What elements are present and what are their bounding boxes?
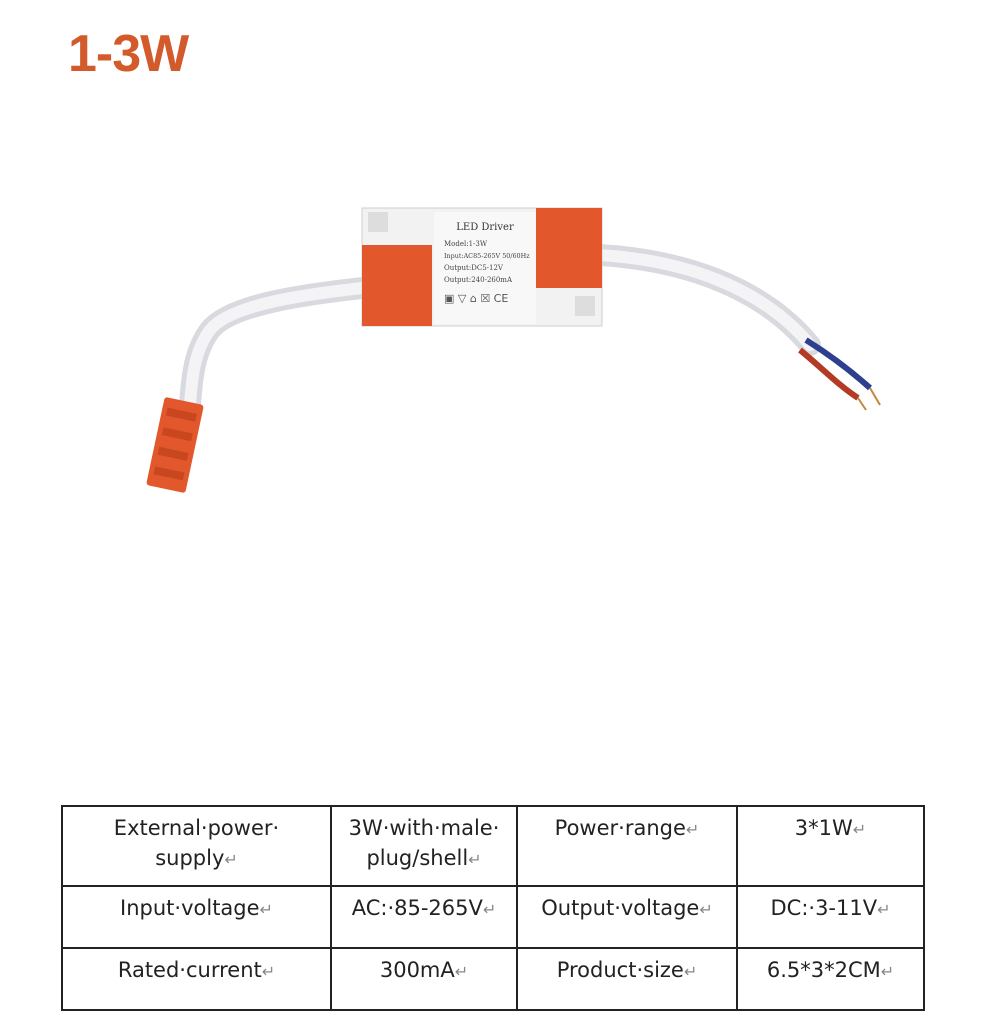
label-input: Input:AC85-265V 50/60Hz — [444, 252, 530, 260]
return-mark-icon: ↵ — [699, 900, 713, 919]
return-mark-icon: ↵ — [880, 962, 895, 981]
led-driver-photo: LED Driver Model:1-3W Input:AC85-265V 50… — [146, 207, 881, 493]
spec-table: External·power· supply↵ 3W·with·male· pl… — [61, 805, 925, 1011]
spec-key: Output·voltage↵ — [516, 885, 738, 949]
table-row: Input·voltage↵ AC:·85-265V↵ Output·volta… — [61, 885, 925, 949]
spec-key: Rated·current↵ — [61, 947, 332, 1011]
spec-value: 300mA↵ — [330, 947, 518, 1011]
return-mark-icon: ↵ — [685, 820, 700, 839]
spec-value: DC:·3-11V↵ — [736, 885, 925, 949]
return-mark-icon: ↵ — [454, 962, 469, 981]
label-model: Model:1-3W — [444, 240, 488, 248]
certification-marks: ▣ ▽ ⌂ ☒ CE — [444, 292, 508, 305]
return-mark-icon: ↵ — [261, 962, 276, 981]
label-heading: LED Driver — [456, 222, 514, 233]
blue-wire — [804, 337, 873, 391]
driver-label — [434, 212, 536, 324]
table-row: External·power· supply↵ 3W·with·male· pl… — [61, 805, 925, 887]
return-mark-icon: ↵ — [224, 850, 238, 869]
return-mark-icon: ↵ — [259, 900, 273, 919]
spec-value: AC:·85-265V↵ — [330, 885, 518, 949]
male-plug — [146, 397, 204, 493]
red-wire — [798, 347, 860, 401]
spec-key: External·power· supply↵ — [61, 805, 332, 887]
spec-value: 6.5*3*2CM↵ — [736, 947, 925, 1011]
return-mark-icon: ↵ — [877, 900, 891, 919]
label-output-current: Output:240-260mA — [444, 276, 513, 284]
return-mark-icon: ↵ — [683, 962, 698, 981]
spec-value: 3*1W↵ — [736, 805, 925, 887]
right-cable — [589, 244, 821, 356]
spec-key: Power·range↵ — [516, 805, 738, 887]
spec-key: Product·size↵ — [516, 947, 738, 1011]
page-title: 1-3W — [68, 25, 189, 83]
table-row: Rated·current↵ 300mA↵ Product·size↵ 6.5*… — [61, 947, 925, 1011]
left-end-cap — [362, 245, 432, 326]
right-end-cap — [536, 208, 602, 288]
label-output-voltage: Output:DC5-12V — [444, 264, 504, 272]
return-mark-icon: ↵ — [482, 900, 497, 919]
spec-value: 3W·with·male· plug/shell↵ — [330, 805, 518, 887]
return-mark-icon: ↵ — [468, 850, 482, 869]
return-mark-icon: ↵ — [852, 820, 867, 839]
spec-key: Input·voltage↵ — [61, 885, 332, 949]
